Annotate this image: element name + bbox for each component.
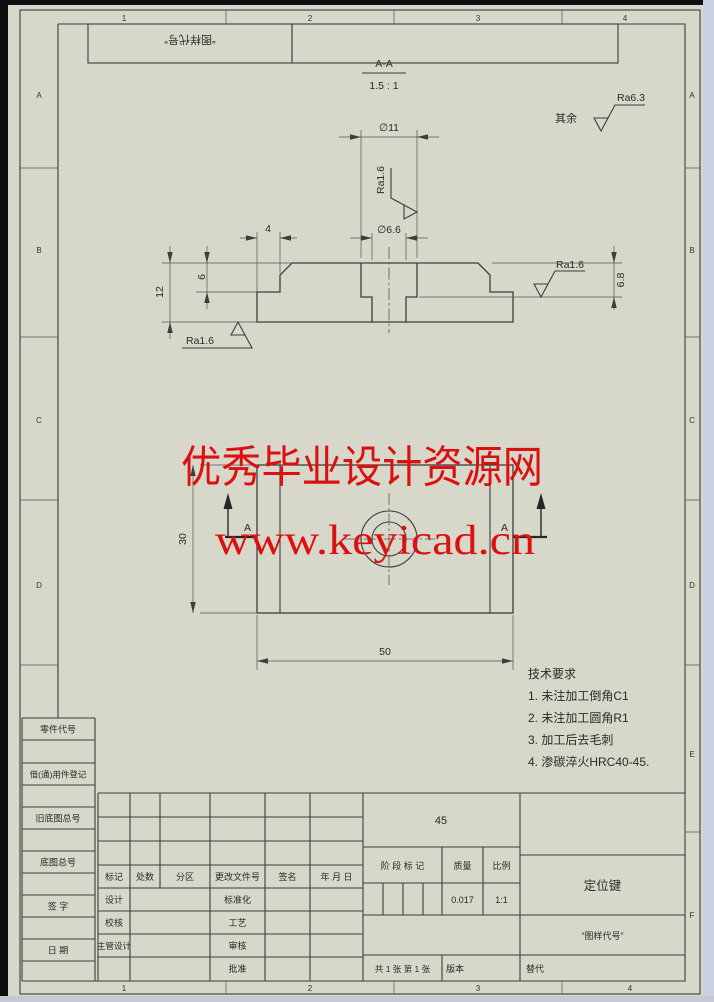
tb-col-mark: 标记	[105, 871, 123, 882]
tb-material: 45	[435, 815, 447, 827]
tech-item-4: 4. 渗碳淬火HRC40-45.	[528, 754, 649, 769]
tb-standardize: 标准化	[224, 894, 251, 905]
tb-mass-value: 0.017	[451, 895, 474, 905]
tech-item-1: 1. 未注加工倒角C1	[528, 688, 629, 703]
tech-title: 技术要求	[528, 667, 576, 681]
counterbore-circle	[360, 510, 418, 568]
section-view: ∅11 ∅6.6 4 6 12 6.8 Ra1.6 Ra1.6	[154, 122, 627, 349]
zone-top-4: 4	[623, 14, 628, 23]
margin-label-borrow-record: 借(通)用件登记	[30, 770, 87, 780]
dim-step-width: 4	[265, 223, 271, 235]
roughness-bore-bottom-value: Ra1.6	[556, 259, 584, 271]
plan-view: A A 30 50	[177, 464, 547, 670]
tb-design: 设计	[105, 894, 123, 905]
roughness-bore-bottom: Ra1.6	[533, 259, 586, 298]
dim-bore-dia: ∅11	[379, 122, 399, 134]
roughness-bottom-face: Ra1.6	[182, 320, 253, 349]
part-cross-section	[256, 262, 514, 323]
dim-bore-depth: 6.8	[615, 273, 627, 288]
zone-right-b: B	[689, 246, 694, 255]
zone-right-f: F	[690, 911, 695, 920]
tb-approve: 批准	[228, 963, 246, 974]
margin-label-old-master-no: 旧底图总号	[35, 813, 80, 824]
zone-left-c: C	[36, 416, 42, 425]
watermark: 优秀毕业设计资源网 www.keyicad.cn	[181, 443, 543, 564]
roughness-bore-wall-value: Ra1.6	[375, 166, 387, 194]
dim-plan-length: 50	[379, 646, 391, 658]
tb-replace-label: 替代	[526, 963, 544, 974]
zone-top-1: 1	[122, 14, 127, 23]
tb-drawing-code: “图样代号”	[582, 930, 624, 941]
mirrored-drawing-code: “图样代号”	[164, 33, 216, 47]
tb-chief-design: 主管设计	[97, 941, 132, 951]
tb-col-count: 处数	[136, 871, 154, 882]
margin-label-date: 日 期	[48, 946, 69, 956]
tb-stage-label: 阶 段 标 记	[381, 860, 425, 871]
zone-right-d: D	[689, 581, 695, 590]
tb-check: 校核	[105, 917, 123, 928]
tb-version-label: 版本	[446, 963, 464, 974]
cut-arrow-right	[536, 493, 546, 509]
zone-left-d: D	[36, 581, 42, 590]
general-roughness-value: Ra6.3	[617, 92, 645, 104]
general-roughness-prefix: 其余	[555, 111, 577, 125]
roughness-bottom-face-value: Ra1.6	[186, 335, 214, 347]
dim-total-height: 12	[154, 286, 166, 298]
watermark-site-name: 优秀毕业设计资源网	[181, 443, 543, 492]
watermark-site-url: www.keyicad.cn	[215, 518, 535, 564]
zone-right-a: A	[689, 91, 695, 100]
dim-boss-height: 6	[196, 274, 208, 280]
cut-label-right: A	[501, 522, 508, 534]
tb-col-zone: 分区	[176, 872, 194, 882]
tech-requirements: 技术要求 1. 未注加工倒角C1 2. 未注加工圆角R1 3. 加工后去毛刺 4…	[528, 667, 649, 769]
zone-top-2: 2	[308, 14, 313, 23]
tb-sheets: 共 1 张 第 1 张	[375, 964, 431, 974]
margin-label-master-no: 底图总号	[40, 857, 76, 868]
dim-hole-dia: ∅6.6	[377, 224, 401, 236]
zone-right-c: C	[689, 416, 695, 425]
section-label: A-A 1.5 : 1	[362, 58, 406, 92]
title-block: 标记 处数 分区 更改文件号 签名 年 月 日 设计 标准化 校核 工艺 主管设…	[97, 792, 685, 981]
margin-label-signature: 签 字	[48, 901, 69, 912]
dim-plan-width: 30	[177, 533, 189, 545]
tb-process: 工艺	[228, 918, 246, 928]
tb-scale-value: 1:1	[495, 895, 508, 905]
zone-bottom-2: 2	[308, 984, 313, 993]
tb-mass-label: 质量	[453, 860, 471, 871]
zone-left-a: A	[36, 91, 42, 100]
tb-col-date: 年 月 日	[320, 871, 352, 882]
zone-left-b: B	[36, 246, 41, 255]
tb-col-change-doc: 更改文件号	[215, 871, 260, 882]
tb-scale-label: 比例	[492, 860, 510, 871]
cut-label-left: A	[244, 522, 251, 534]
tb-review: 审核	[228, 940, 246, 951]
cut-arrow-left	[223, 493, 233, 509]
tech-item-2: 2. 未注加工圆角R1	[528, 710, 629, 725]
tech-item-3: 3. 加工后去毛刺	[528, 733, 613, 747]
zone-bottom-4: 4	[628, 984, 633, 993]
margin-boxes: 零件代号 借(通)用件登记 旧底图总号 底图总号 签 字 日 期	[21, 717, 96, 982]
corner-mirror-block: “图样代号”	[87, 23, 619, 64]
roughness-bore-wall: Ra1.6	[375, 166, 418, 220]
zone-bottom-1: 1	[122, 984, 127, 993]
section-title: A-A	[375, 58, 393, 70]
zone-bottom-3: 3	[476, 984, 481, 993]
tb-part-name: 定位键	[584, 878, 622, 893]
zone-right-e: E	[689, 750, 694, 759]
paper-sheet	[8, 5, 703, 996]
zone-top-3: 3	[476, 14, 481, 23]
general-roughness: 其余 Ra6.3	[555, 92, 646, 132]
tb-col-sign: 签名	[278, 871, 296, 882]
section-scale: 1.5 : 1	[369, 80, 398, 92]
section-cut-marks: A A	[223, 493, 547, 539]
margin-label-part-code: 零件代号	[40, 724, 76, 735]
